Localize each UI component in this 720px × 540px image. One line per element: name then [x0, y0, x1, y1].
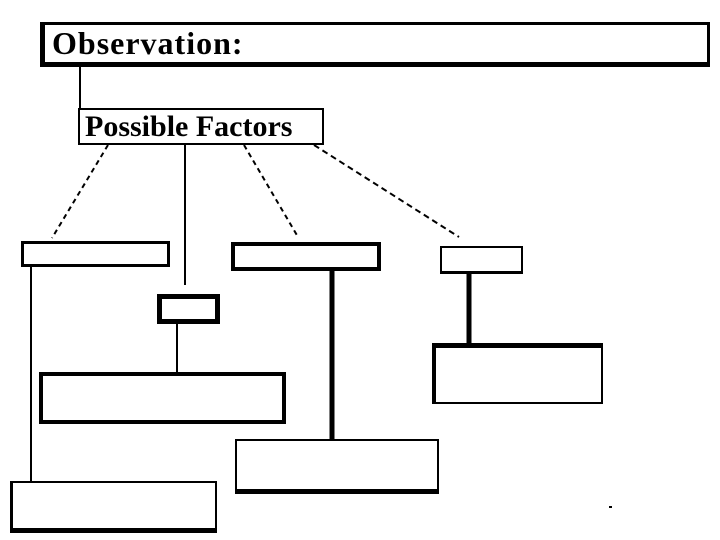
factor-3-value	[235, 246, 377, 267]
possible-factors-label: Possible Factors	[85, 110, 293, 143]
detail-2-value	[43, 376, 282, 420]
detail-3-value	[237, 441, 437, 489]
connector-hub-to-factor-4	[313, 144, 460, 238]
stray-dot-mark	[609, 506, 612, 508]
detail-1-value	[13, 483, 215, 528]
observation-box[interactable]: Observation:	[40, 22, 710, 67]
detail-box-3[interactable]	[235, 439, 439, 494]
connector-hub-to-factor-1	[51, 144, 109, 239]
detail-box-4[interactable]	[432, 343, 603, 404]
factor-box-4[interactable]	[440, 246, 523, 274]
factor-1-value	[24, 244, 167, 264]
factor-box-1[interactable]	[21, 241, 170, 267]
detail-box-2[interactable]	[39, 372, 286, 424]
possible-factors-box[interactable]: Possible Factors	[78, 108, 324, 145]
connector-hub-to-factor-3	[243, 144, 299, 238]
detail-box-1[interactable]	[10, 481, 217, 533]
factor-box-3[interactable]	[231, 242, 612, 508]
factor-2-value	[162, 299, 215, 319]
factor-4-value	[442, 248, 521, 271]
observation-label: Observation:	[52, 25, 244, 61]
detail-4-value	[436, 348, 601, 402]
factor-box-2[interactable]	[157, 294, 220, 324]
